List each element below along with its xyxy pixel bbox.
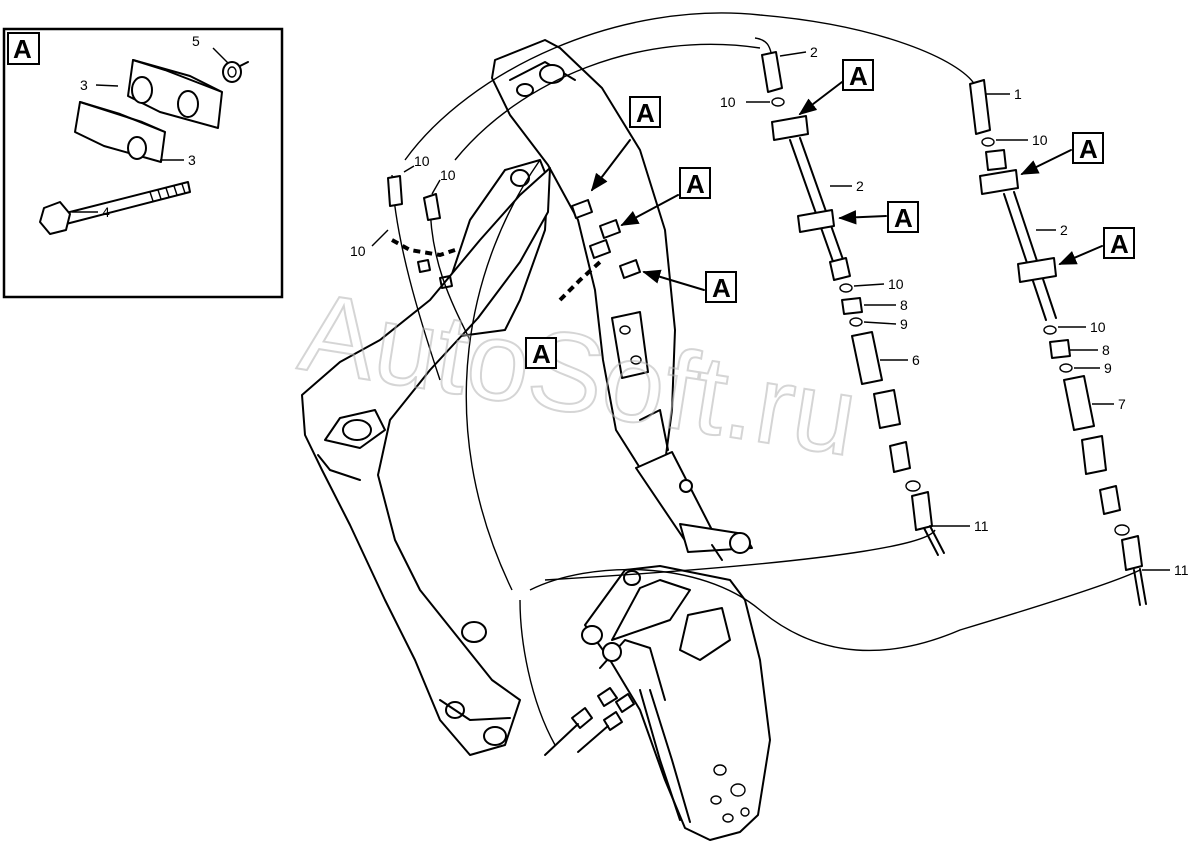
part-number-callouts: 2 10 2 10 8 9 6 11 1 10 2 10 8 9 7 11 10… xyxy=(350,44,1189,578)
clamp-half-upper xyxy=(127,59,223,129)
callout-3-upper: 3 xyxy=(80,77,88,93)
boom-assembly xyxy=(301,39,753,756)
a-callout-box: A xyxy=(590,96,661,192)
callout-10: 10 xyxy=(414,153,430,169)
hose-routing xyxy=(387,12,1141,746)
a-callout-box: A xyxy=(642,269,737,303)
svg-text:A: A xyxy=(1110,229,1129,259)
callout-6: 6 xyxy=(912,352,920,368)
callout-4: 4 xyxy=(102,204,110,220)
callout-10: 10 xyxy=(888,276,904,292)
a-callout-box: A xyxy=(1058,227,1135,265)
callout-11: 11 xyxy=(1174,562,1189,578)
callout-7: 7 xyxy=(1118,396,1126,412)
callout-2: 2 xyxy=(1060,222,1068,238)
detail-a-label: A xyxy=(13,34,32,64)
hydraulic-line-left xyxy=(761,51,945,556)
hydraulic-line-right xyxy=(969,79,1147,606)
callout-2: 2 xyxy=(810,44,818,60)
svg-text:A: A xyxy=(686,169,705,199)
callout-5: 5 xyxy=(192,33,200,49)
a-callout-box: A xyxy=(838,201,919,233)
callout-3-lower: 3 xyxy=(188,152,196,168)
callout-8: 8 xyxy=(900,297,908,313)
svg-text:A: A xyxy=(712,273,731,303)
callout-9: 9 xyxy=(900,316,908,332)
callout-8: 8 xyxy=(1102,342,1110,358)
a-callout-box: A xyxy=(1020,132,1104,175)
detail-a-inset: A 3 3 4 5 xyxy=(2,27,284,299)
callout-11: 11 xyxy=(974,518,989,534)
lock-nut xyxy=(222,61,249,83)
callout-10: 10 xyxy=(720,94,736,110)
attachment-bracket xyxy=(544,565,771,841)
callout-10: 10 xyxy=(1090,319,1106,335)
callout-10: 10 xyxy=(1032,132,1048,148)
callout-1: 1 xyxy=(1014,86,1022,102)
svg-text:A: A xyxy=(636,98,655,128)
callout-2: 2 xyxy=(856,178,864,194)
svg-text:A: A xyxy=(1079,134,1098,164)
svg-text:A: A xyxy=(894,203,913,233)
svg-text:A: A xyxy=(849,61,868,91)
clamp-half-lower xyxy=(74,101,166,163)
a-callout-box: A xyxy=(525,337,557,369)
clamp-bolt xyxy=(39,181,191,235)
svg-text:A: A xyxy=(532,339,551,369)
callout-10: 10 xyxy=(440,167,456,183)
callout-10: 10 xyxy=(350,243,366,259)
callout-boxes: A A A A A A A xyxy=(525,59,1135,369)
a-callout-box: A xyxy=(620,167,711,226)
callout-9: 9 xyxy=(1104,360,1112,376)
a-callout-box: A xyxy=(798,59,874,116)
